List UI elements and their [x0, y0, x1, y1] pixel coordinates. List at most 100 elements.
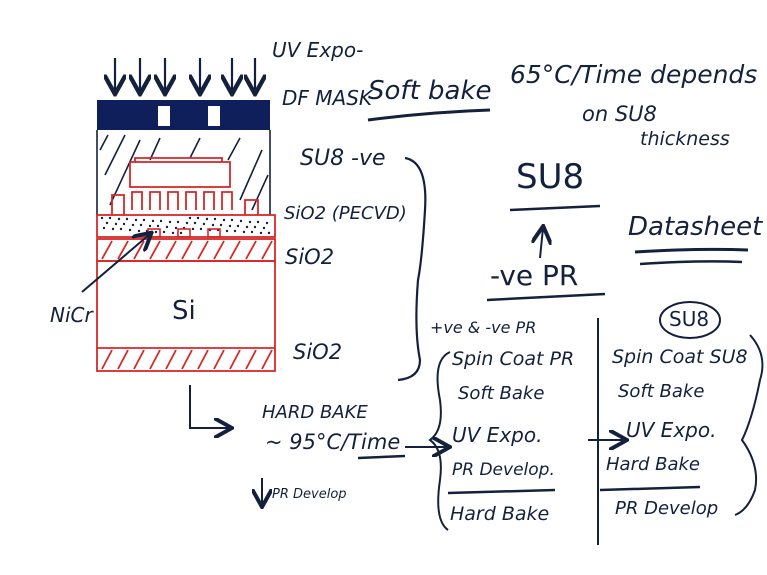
su8-step-4: Hard Bake [606, 456, 700, 474]
pr-col-title: +ve & -ve PR [430, 320, 536, 336]
hatch-mark [166, 350, 176, 369]
dot-mark [243, 231, 245, 233]
nicr-arrow [82, 234, 150, 292]
dot-mark [257, 221, 259, 223]
ve-pr-label: -ve PR [490, 262, 578, 290]
sio2-bottom-label: SiO2 [293, 342, 342, 363]
dot-mark [240, 220, 242, 222]
hatch-mark [262, 350, 272, 369]
dot-mark [157, 225, 159, 227]
dot-mark [214, 218, 216, 220]
dot-mark [197, 217, 199, 219]
pr-step-3: UV Expo. [452, 425, 542, 445]
dot-mark [186, 222, 188, 224]
pr-step-1: Spin Coat PR [452, 350, 574, 369]
dot-mark [132, 224, 134, 226]
dot-mark [120, 228, 122, 230]
su8-step-2: Soft Bake [618, 383, 704, 401]
dot-mark [169, 221, 171, 223]
dot-mark [249, 221, 251, 223]
thickness-label: thickness [640, 130, 730, 149]
dot-mark [268, 232, 270, 234]
dot-mark [251, 231, 253, 233]
su8-step-1: Spin Coat SU8 [612, 348, 748, 367]
time-underline [358, 456, 405, 458]
dot-mark [166, 226, 168, 228]
dot-mark [172, 232, 174, 234]
dot-mark [143, 219, 145, 221]
pr-col-brace [430, 352, 450, 530]
dot-mark [177, 221, 179, 223]
dot-mark [226, 230, 228, 232]
dot-mark [229, 225, 231, 227]
su8-heading: SU8 [516, 160, 584, 194]
hatch-mark [198, 350, 208, 369]
dot-mark [254, 226, 256, 228]
dot-mark [103, 227, 105, 229]
uv-arrows [115, 58, 255, 92]
dot-mark [206, 218, 208, 220]
df-mask-label: DF MASK [282, 88, 372, 108]
hatch-mark [214, 241, 224, 259]
dot-mark [155, 231, 157, 233]
dot-mark [118, 218, 120, 220]
su8-underline [510, 206, 600, 210]
pr-step-4: PR Develop. [452, 462, 555, 479]
ve-pr-underline [487, 294, 605, 300]
mask [97, 100, 270, 130]
pr-step-5: Hard Bake [450, 505, 549, 524]
dot-mark [112, 228, 114, 230]
hatch-mark [262, 241, 272, 259]
dot-mark [220, 224, 222, 226]
dot-mark [180, 232, 182, 234]
pr-develop-left-label: PR Develop [272, 488, 347, 501]
datasheet-underline [635, 249, 748, 252]
dot-mark [109, 217, 111, 219]
flow-arrow-down [190, 385, 230, 428]
hatch-mark [102, 241, 112, 259]
dot-mark [231, 219, 233, 221]
hatch-mark [246, 350, 256, 369]
su8-layer [97, 130, 270, 215]
dot-mark [123, 223, 125, 225]
dot-mark [115, 223, 117, 225]
dot-mark [234, 230, 236, 232]
dot-mark [260, 232, 262, 234]
sio2-pecvd-layer [97, 215, 275, 237]
stack-brace [398, 158, 425, 380]
sio2-pecvd-label: SiO2 (PECVD) [284, 205, 407, 223]
sio2-label: SiO2 [285, 247, 334, 268]
dot-mark [189, 217, 191, 219]
hatch-mark [182, 241, 192, 259]
su8-col-title: SU8 [669, 309, 709, 329]
uv-expo-label: UV Expo- [272, 40, 363, 60]
dot-mark [246, 226, 248, 228]
su8-step-5: PR Develop [615, 500, 718, 518]
soft-bake-label: Soft bake [368, 78, 492, 104]
hard-bake-temp-label: ~ 95°C/Time [265, 432, 400, 453]
dot-mark [152, 220, 154, 222]
hatch-mark [166, 241, 176, 259]
soft-bake-underline [368, 110, 490, 120]
dot-mark [203, 223, 205, 225]
datasheet-label: Datasheet [628, 214, 762, 240]
hatch-mark [150, 350, 160, 369]
hatch-mark [102, 350, 112, 369]
on-su8-label: on SU8 [582, 104, 657, 125]
patterned-structure [112, 158, 258, 215]
dot-mark [135, 219, 137, 221]
hatch-mark [214, 350, 224, 369]
hard-bake-underline [600, 487, 700, 490]
hatch-mark [246, 241, 256, 259]
dot-mark [200, 228, 202, 230]
dot-mark [101, 217, 103, 219]
su8-step-3: UV Expo. [626, 420, 716, 440]
dot-mark [175, 227, 177, 229]
hatch-mark [118, 350, 128, 369]
dot-mark [212, 224, 214, 226]
dot-mark [263, 227, 265, 229]
si-label: Si [172, 298, 196, 324]
dot-mark [223, 219, 225, 221]
dot-mark [192, 228, 194, 230]
dot-mark [163, 231, 165, 233]
